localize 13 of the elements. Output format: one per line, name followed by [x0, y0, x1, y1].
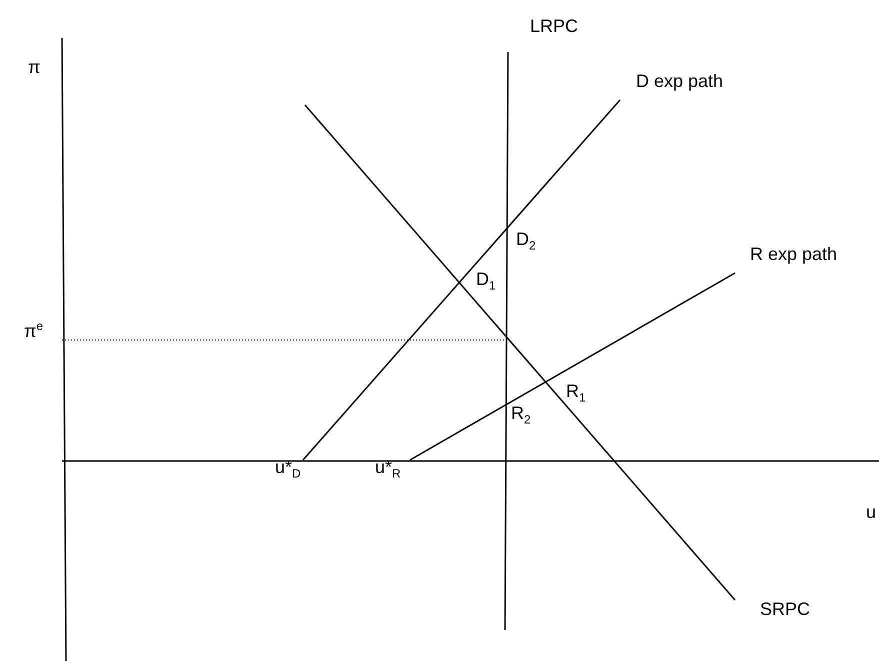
- axis-label: u*$_{R}$: [375, 458, 401, 480]
- point-label: D$_{1}$: [476, 270, 496, 292]
- curve-label: R exp path: [750, 245, 838, 263]
- point-label: R$_{2}$: [511, 404, 531, 426]
- curve-label: D exp path: [636, 72, 724, 90]
- curve-label: LRPC: [530, 17, 578, 35]
- axis-label: u*$_{D}$: [275, 458, 301, 480]
- axis-label: π: [28, 58, 40, 76]
- point-label: D$_{2}$: [516, 230, 536, 252]
- curve-label: SRPC: [760, 600, 810, 618]
- axis-label: π$^{e}$: [24, 320, 44, 340]
- axis-label: u: [866, 503, 876, 521]
- point-label: R$_{1}$: [566, 382, 586, 404]
